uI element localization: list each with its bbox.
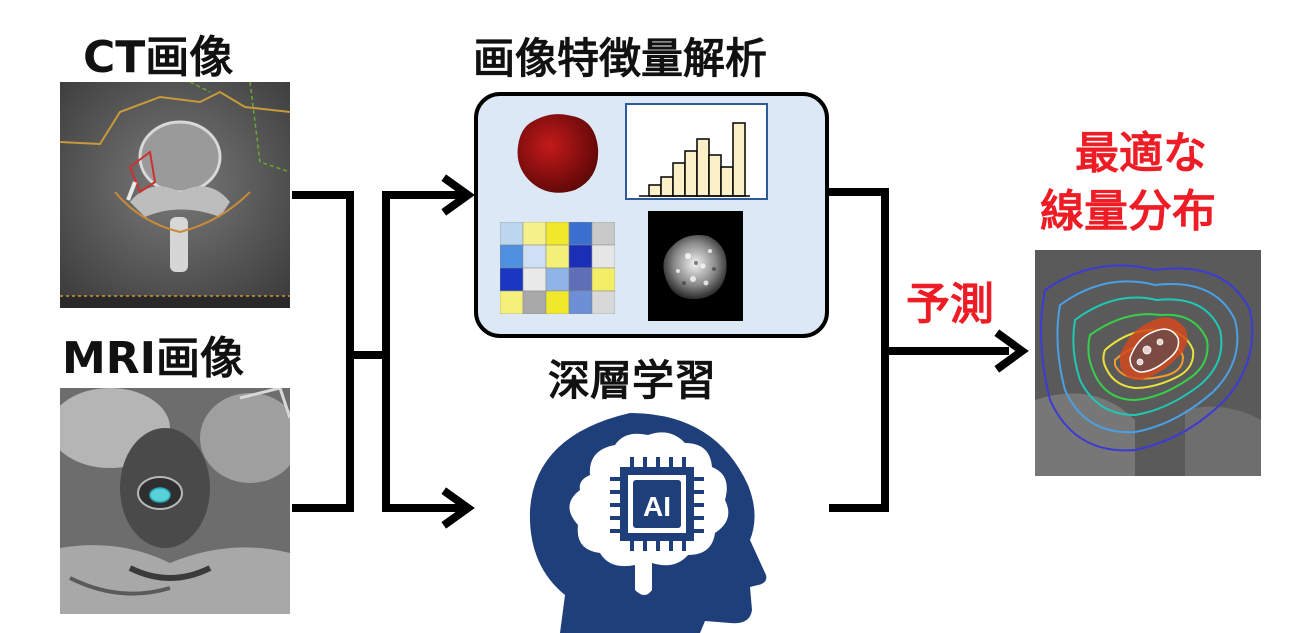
result-label-line1: 最適な [1075,128,1207,179]
ct-label: CT画像 [83,32,234,83]
radiomics-label: 画像特徴量解析 [473,34,768,83]
histogram-icon [625,103,768,200]
result-label-line2: 線量分布 [1040,186,1216,237]
mri-scan-image [60,388,290,614]
mri-label: MRI画像 [62,333,245,384]
deep-learning-label: 深層学習 [548,356,717,405]
dose-map-image [1035,250,1261,476]
tumor-render-icon [510,108,605,198]
predict-label: 予測 [906,279,994,330]
feature-matrix-icon [500,222,615,314]
ai-brain-head-icon: AI [520,405,768,633]
ai-chip-label: AI [643,491,671,522]
texture-map-icon [648,211,743,321]
ct-scan-image [60,82,290,308]
